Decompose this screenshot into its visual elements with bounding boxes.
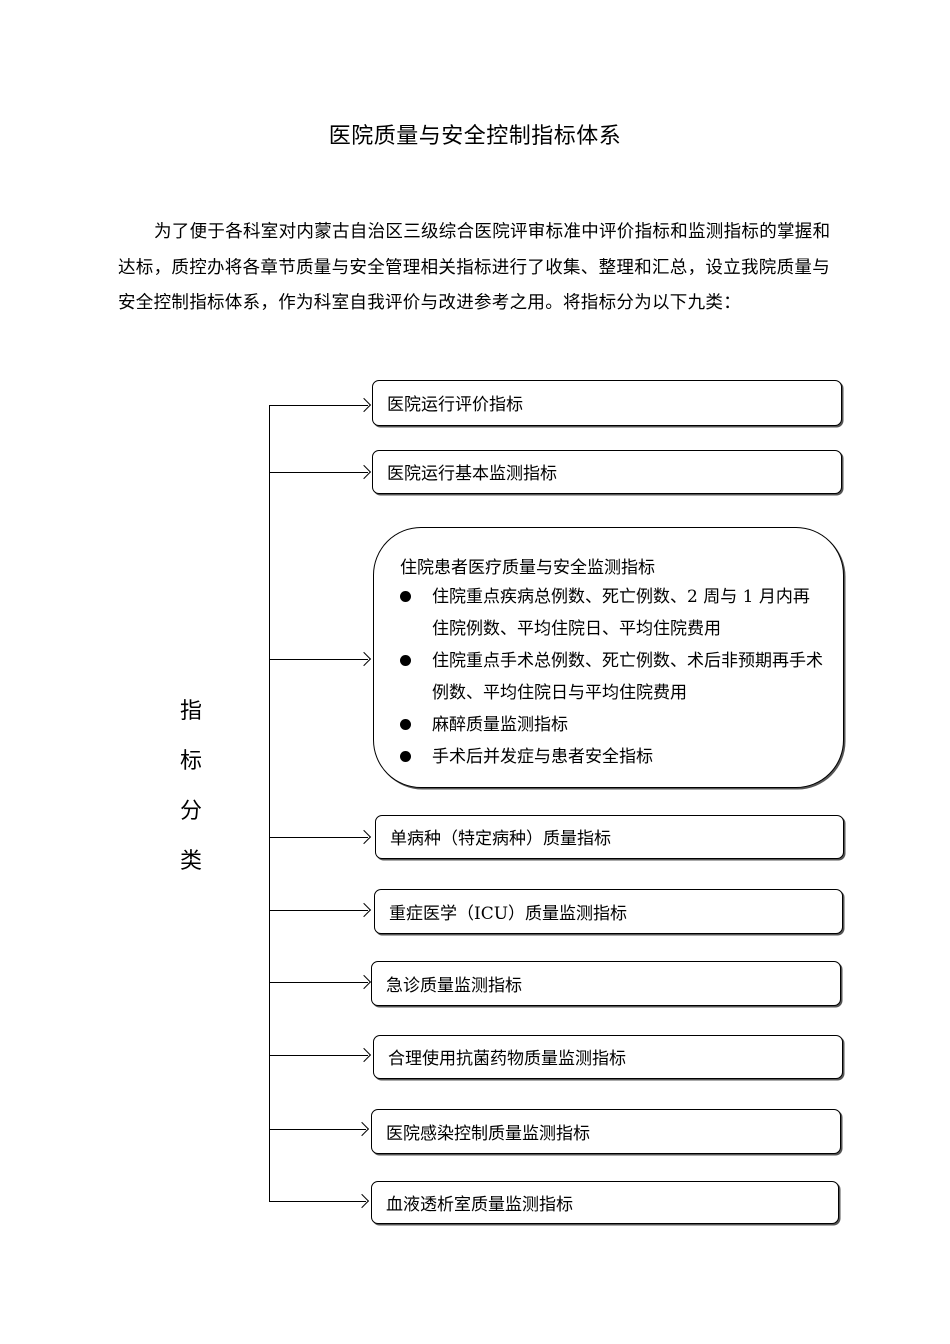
category-label-8: 医院感染控制质量监测指标: [386, 1123, 590, 1144]
side-label-char-2: 标: [179, 749, 202, 774]
bullet-icon: [400, 655, 411, 666]
list-item: 麻醉质量监测指标: [396, 709, 826, 741]
arrow-6: [270, 982, 368, 983]
category-label-7: 合理使用抗菌药物质量监测指标: [388, 1049, 626, 1069]
arrow-4: [270, 837, 368, 838]
arrow-9: [270, 1201, 366, 1202]
category-box-5: 重症医学（ICU）质量监测指标: [374, 889, 843, 934]
list-item-text: 麻醉质量监测指标: [432, 715, 568, 735]
category-box-8: 医院感染控制质量监测指标: [371, 1109, 841, 1154]
category-label-5: 重症医学（ICU）质量监测指标: [389, 903, 628, 924]
category-box-1: 医院运行评价指标: [372, 380, 842, 426]
side-label-char-3: 分: [179, 799, 202, 824]
category-box-7: 合理使用抗菌药物质量监测指标: [373, 1035, 843, 1079]
category-box-2: 医院运行基本监测指标: [372, 450, 842, 494]
category-box-4: 单病种（特定病种）质量指标: [375, 815, 844, 859]
inpatient-item-list: 住院重点疾病总例数、死亡例数、2 周与 1 月内再住院例数、平均住院日、平均住院…: [396, 581, 826, 773]
arrow-8: [270, 1129, 366, 1130]
arrow-1: [270, 405, 368, 406]
list-item: 住院重点疾病总例数、死亡例数、2 周与 1 月内再住院例数、平均住院日、平均住院…: [396, 581, 826, 645]
category-label-1: 医院运行评价指标: [387, 395, 523, 415]
list-item: 住院重点手术总例数、死亡例数、术后非预期再手术例数、平均住院日与平均住院费用: [396, 645, 826, 709]
list-item-text: 手术后并发症与患者安全指标: [432, 747, 653, 767]
category-label-9: 血液透析室质量监测指标: [386, 1194, 573, 1215]
category-box-3: 住院患者医疗质量与安全监测指标 住院重点疾病总例数、死亡例数、2 周与 1 月内…: [373, 527, 844, 788]
arrow-2: [270, 472, 368, 473]
page-title: 医院质量与安全控制指标体系: [328, 124, 622, 149]
category-label-2: 医院运行基本监测指标: [387, 464, 557, 484]
category-box-9: 血液透析室质量监测指标: [371, 1181, 839, 1224]
category-box-6: 急诊质量监测指标: [371, 961, 841, 1006]
side-label-char-4: 类: [179, 849, 202, 874]
tree-vertical-line: [269, 405, 270, 1202]
arrow-7: [270, 1055, 368, 1056]
arrow-5: [270, 910, 368, 911]
bullet-icon: [400, 751, 411, 762]
side-label-char-1: 指: [179, 699, 202, 724]
list-item-text: 住院重点疾病总例数、死亡例数、2 周与 1 月内再住院例数、平均住院日、平均住院…: [432, 587, 810, 639]
bullet-icon: [400, 719, 411, 730]
list-item-text: 住院重点手术总例数、死亡例数、术后非预期再手术例数、平均住院日与平均住院费用: [432, 651, 823, 703]
arrow-3: [270, 659, 368, 660]
category-label-4: 单病种（特定病种）质量指标: [390, 829, 611, 849]
intro-paragraph: 为了便于各科室对内蒙古自治区三级综合医院评审标准中评价指标和监测指标的掌握和达标…: [118, 222, 831, 313]
category-label-3: 住院患者医疗质量与安全监测指标: [400, 558, 655, 578]
bullet-icon: [400, 591, 411, 602]
category-label-6: 急诊质量监测指标: [386, 975, 522, 996]
list-item: 手术后并发症与患者安全指标: [396, 741, 826, 773]
